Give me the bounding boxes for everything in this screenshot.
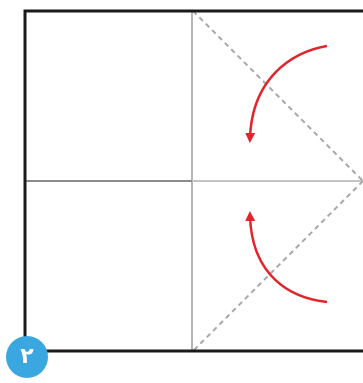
paper-outline xyxy=(23,9,363,353)
dashed-fold-line-bottom xyxy=(192,180,363,352)
dashed-fold-line-top xyxy=(192,10,363,182)
fold-arrow-bottom xyxy=(245,211,328,304)
step-number-badge: ۲ xyxy=(6,336,48,378)
step-number-label: ۲ xyxy=(20,344,34,369)
fold-arrow-top xyxy=(245,44,328,143)
